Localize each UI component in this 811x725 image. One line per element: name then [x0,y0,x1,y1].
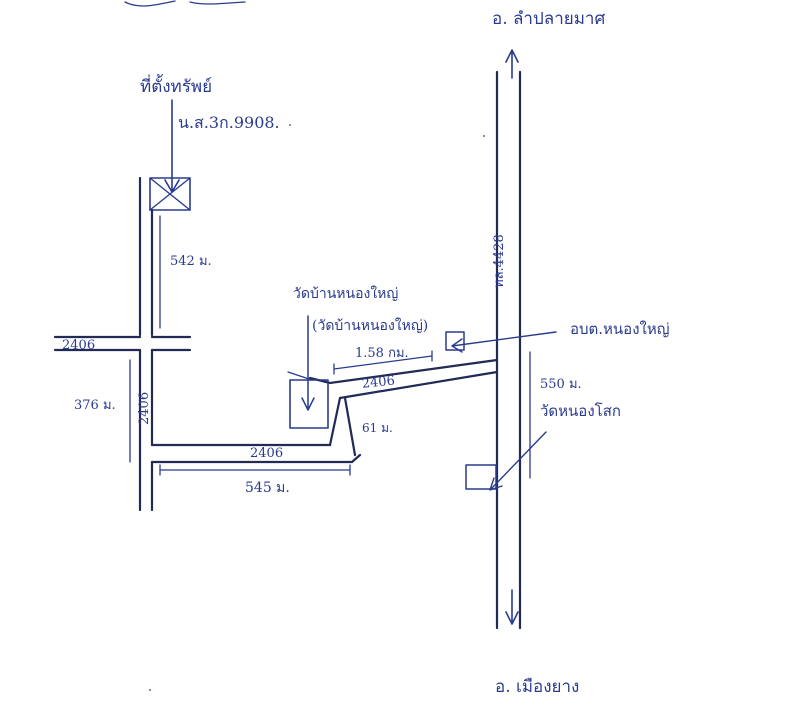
road-2406-left-label: 2406 [62,338,95,353]
south-destination-label: อ. เมืองยาง [495,677,579,697]
deed-number: น.ส.3ก.9908. [178,113,280,132]
dist-376-label: 376 ม. [74,398,116,413]
property-marker [149,177,191,211]
road-2406-upper-label: 2406 [361,373,395,391]
property-title: ที่ตั้งทรัพย์ [140,74,212,97]
admin-office-marker [445,331,465,351]
stray-dot [149,689,151,691]
temple-tick [287,371,313,381]
temple-pointer-arrow [301,315,315,411]
temple-note-label: (วัดบ้านหนองใหญ่) [312,317,428,334]
dist-61-label: 61 ม. [362,421,393,435]
connector-61 [343,396,357,457]
landmark-pointer-arrow [489,431,547,491]
stray-dot [289,124,291,126]
landmark-right-label: วัดหนองโสก [540,402,621,420]
access-lane [138,176,154,337]
dist-158-bracket [333,350,433,375]
main-highway [495,70,522,630]
road-2406-bottom [150,396,362,464]
road-2406-left [53,335,192,352]
admin-office-pointer [451,331,557,353]
temple-name-label: วัดบ้านหนองใหญ่ [293,285,398,302]
road-2406-vertical [138,348,154,512]
north-arrow-icon [505,49,519,79]
dist-542-label: 542 ม. [170,254,212,269]
dist-545-bracket [159,464,351,476]
stray-dot [483,135,485,137]
temple-marker [289,379,329,429]
dist-550-label: 550 ม. [540,377,582,392]
south-arrow-icon [505,589,519,625]
highway-label: ทล.4428 [492,234,507,288]
admin-office-label: อบต.หนองใหญ่ [570,320,670,338]
top-cut-scribble [124,0,246,7]
road-2406-bottom-label: 2406 [250,446,283,461]
north-destination-label: อ. ลำปลายมาศ [492,9,605,29]
landmark-right-marker [465,464,497,490]
road-2406-vertical-label: 2406 [137,392,152,425]
dist-158-label: 1.58 กม. [355,346,409,361]
road-2406-upper [308,358,499,400]
dist-545-label: 545 ม. [245,480,290,496]
property-pointer-arrow [164,99,180,193]
